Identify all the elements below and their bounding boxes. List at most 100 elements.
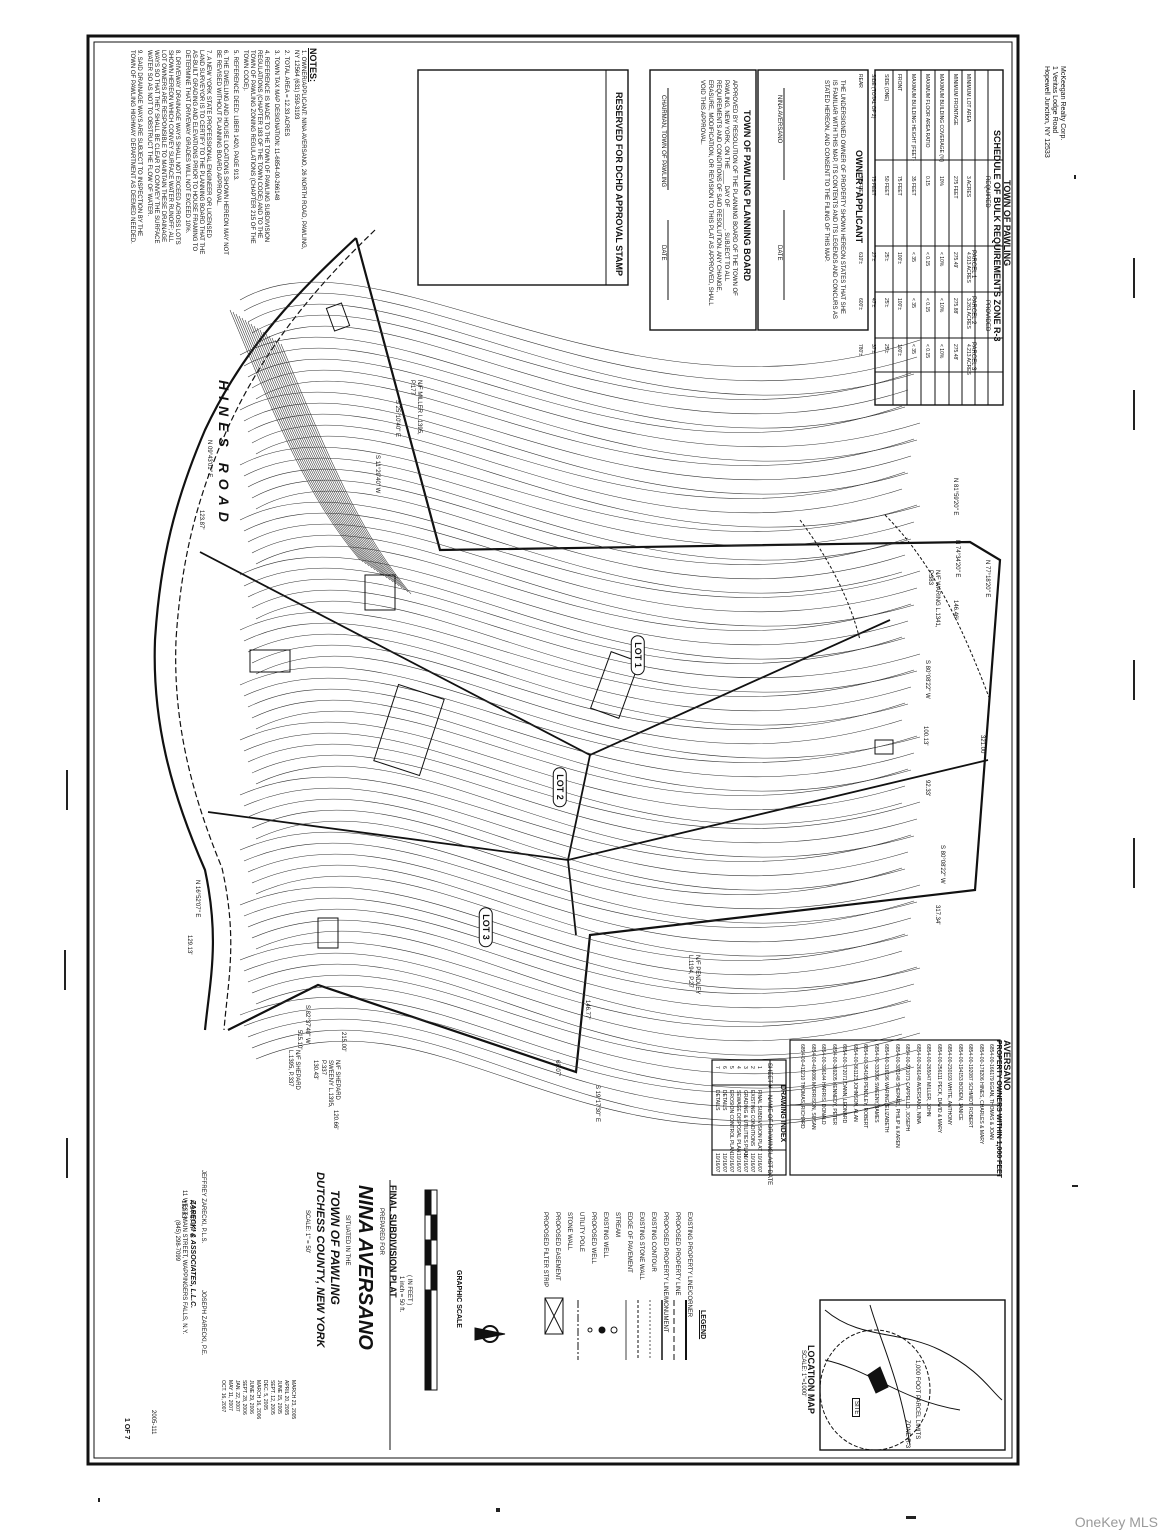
contour-line xyxy=(255,545,912,631)
drawing-index-date: 10/16/07 xyxy=(756,1153,762,1173)
bulk-row-parcel-2: 100'± xyxy=(896,298,902,311)
title-town: TOWN OF PAWLING xyxy=(328,1190,342,1305)
bulk-row-parcel-2: < 0.15 xyxy=(924,298,930,313)
owner-sign-date: DATE xyxy=(776,245,782,261)
sheet-border xyxy=(86,34,1020,1466)
contour-line xyxy=(251,314,912,400)
contour-line xyxy=(238,315,370,567)
drawing-index-name: EROSION CONTROL PLAN xyxy=(728,1090,734,1154)
bulk-row-label: REAR xyxy=(857,74,863,88)
bearing-label: 321.00' xyxy=(979,735,985,755)
bulk-row-parcel-1: 100'± xyxy=(896,252,902,265)
property-owner-row: 6854-00-333096 SWEENY, JAMES xyxy=(872,1044,879,1123)
legend-item: UTILITY POLE xyxy=(578,1212,584,1252)
contour-line xyxy=(243,512,921,598)
bearing-label: 317.34' xyxy=(934,905,940,925)
contour-line xyxy=(241,317,373,569)
firm-line-1: McKeegan Realty Corp. xyxy=(1059,66,1066,141)
title-engineer: JOSEPH ZARECKI, P.E. xyxy=(200,1290,206,1356)
contour-line xyxy=(271,337,403,589)
notes-title: NOTES: xyxy=(308,48,318,83)
lot-2-label: LOT 2 xyxy=(552,767,567,807)
property-owner-row: 6854-00-271073 CAPPELLO, JOSEPH xyxy=(904,1044,910,1132)
contour-line xyxy=(262,331,394,583)
contour-line xyxy=(239,446,918,532)
contour-line xyxy=(265,333,397,585)
bulk-row-parcel-1: < 0.15 xyxy=(924,252,930,267)
bulk-row-parcel-2: 47'± xyxy=(870,298,876,308)
firm-line-2: 1 Veritas Lodge Road xyxy=(1051,66,1058,134)
title-firm-phone: (845) 298-7099 xyxy=(174,1220,180,1262)
bulk-row-parcel-1: 25'± xyxy=(883,252,889,262)
bulk-row-parcel-1: < 35 xyxy=(910,252,916,262)
contour-line xyxy=(251,974,921,1060)
contour-line xyxy=(255,1040,903,1126)
drawing-index-h3: LAST DATE xyxy=(766,1153,772,1186)
adjoining-owner-label: N/F MILLER L.1395, P.177 xyxy=(409,380,422,435)
bulk-row-required: 10% xyxy=(938,176,944,187)
contour-line xyxy=(280,343,412,595)
bulk-row-parcel-3: < 0.15 xyxy=(924,344,930,359)
owner-sign-name: NINA AVERSANO xyxy=(776,95,782,144)
bearing-label: S 80°08'22" W xyxy=(939,845,945,884)
note-item: 5. REFERENCE DEED: LIBER 1420, PAGE 913. xyxy=(232,50,238,181)
contour-line xyxy=(239,941,909,1027)
property-owner-row: 6854-00-316196 WARING, ELIZABETH xyxy=(883,1044,889,1133)
title-county: DUTCHESS COUNTY, NEW YORK xyxy=(314,1172,326,1348)
bearing-label: 129.13' xyxy=(186,935,192,955)
legend-item: STREAM xyxy=(614,1212,620,1238)
legend-item: EXISTING STONE WALL xyxy=(638,1212,644,1281)
bulk-row-required: 35 FEET xyxy=(910,176,916,196)
note-item: 4. REFERENCE IS MADE TO THE TOWN OF PAWL… xyxy=(242,50,269,244)
revision-date: SEPT. 12, 2005 xyxy=(269,1380,275,1415)
contour-line xyxy=(239,886,903,976)
dchd-stamp-label-box xyxy=(605,69,629,286)
contour-line xyxy=(268,335,400,587)
adjoining-owner-label: N/F SHEPARD L.1395, P.337 xyxy=(287,1050,300,1090)
bulk-row-parcel-2: 3.261 ACRES xyxy=(965,298,971,329)
contour-line xyxy=(239,831,918,924)
bearing-label: N 09°43'01" E xyxy=(206,440,212,478)
contour-line xyxy=(247,468,912,561)
bulk-row-parcel-1: 4.913 ACRES xyxy=(965,252,971,283)
revision-date: JAN. 22, 2007 xyxy=(234,1380,240,1412)
contour-line xyxy=(255,326,909,415)
contour-line xyxy=(239,501,903,594)
revision-date: SEPT. 28, 2006 xyxy=(241,1380,247,1415)
note-item: 2. TOTAL AREA = 12.33 ACRES xyxy=(283,50,289,137)
drawing-index-date: 10/16/07 xyxy=(749,1153,755,1173)
property-owner-row: 6854-00-411210 THOMAS, RICHARD xyxy=(799,1044,805,1129)
bulk-row-label: MINIMUM LOT AREA xyxy=(965,74,971,123)
bulk-table-title-1: TOWN OF PAWLING xyxy=(1002,180,1012,267)
bulk-row-label: MAXIMUM BUILDING COVERAGE (%) xyxy=(938,74,944,163)
lot-1-label: LOT 1 xyxy=(630,635,645,675)
bulk-row-required: 3 ACRES xyxy=(965,176,971,198)
bulk-row-parcel-2: < 10% xyxy=(938,298,944,313)
bulk-row-parcel-3: 4.213 ACRES xyxy=(965,344,971,375)
bulk-row-label: SIDE (ONE) xyxy=(883,74,889,102)
contour-line xyxy=(251,369,918,462)
title-scale: SCALE: 1" = 50' xyxy=(304,1210,310,1254)
drawing-index-h1: SHEET # xyxy=(766,1063,772,1088)
legend-item: EXISTING WELL xyxy=(602,1212,608,1259)
drawing-index-date: 10/16/07 xyxy=(742,1153,748,1173)
title-name: NINA AVERSANO xyxy=(354,1185,376,1350)
contour-line xyxy=(251,699,912,792)
contour-line xyxy=(243,897,921,990)
contour-line xyxy=(239,336,906,429)
drawing-index-date: 10/16/07 xyxy=(728,1153,734,1173)
dchd-stamp-label: RESERVED FOR DCHD APPROVAL STAMP xyxy=(614,92,624,277)
bulk-row-parcel-3: 100'± xyxy=(896,344,902,357)
graphic-scale-bar xyxy=(424,1189,438,1391)
location-map-zone: ZONE R-3 xyxy=(904,1420,910,1449)
contour-line xyxy=(247,853,912,943)
bearing-label: S 19°17'30" E xyxy=(594,1085,600,1123)
bearing-label: 215.00' xyxy=(340,1032,346,1052)
bulk-row-parcel-2: 600'± xyxy=(857,298,863,311)
contour-line xyxy=(277,341,409,593)
bulk-row-parcel-3: 275.48' xyxy=(952,344,958,361)
bulk-row-parcel-1: 275.49' xyxy=(952,252,958,269)
property-owner-row: 6854-00-361123 JOHNSON, ALAN xyxy=(851,1044,858,1122)
contour-line xyxy=(255,930,912,1023)
